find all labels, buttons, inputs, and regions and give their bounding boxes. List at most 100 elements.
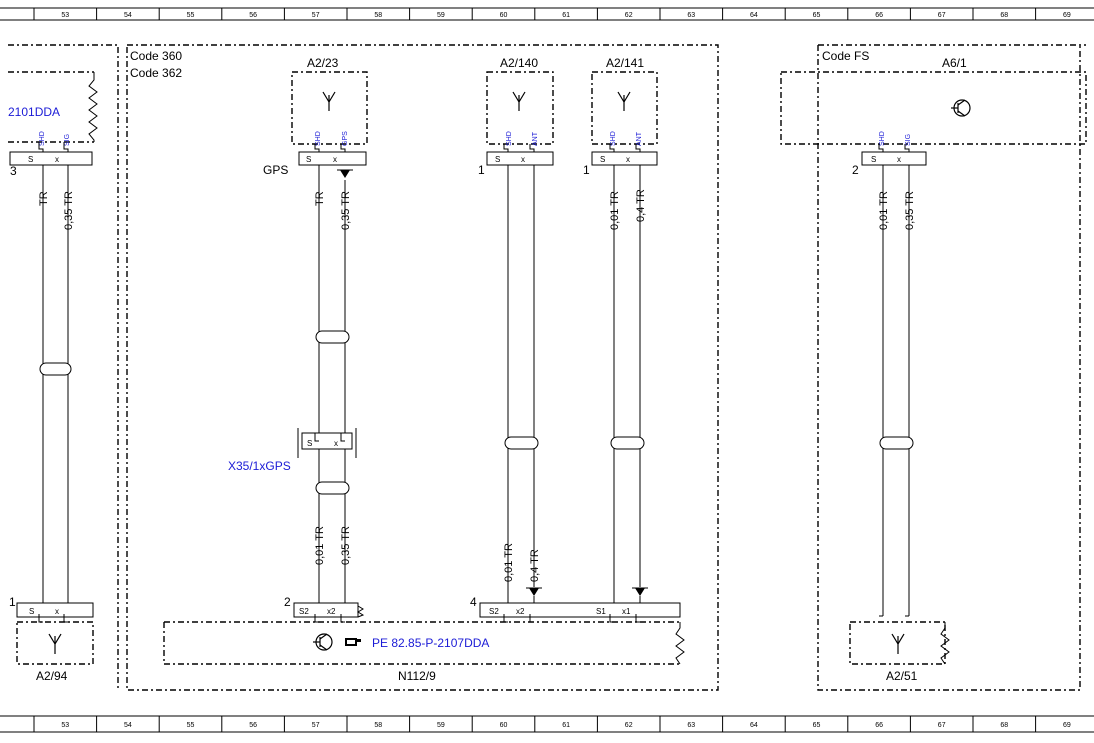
- center-area: Code 360 Code 362 A2/23 SHD GPS S x GPS …: [126, 44, 719, 691]
- connector-left-top: [9, 151, 93, 166]
- pin-s: S: [307, 439, 312, 448]
- connector-a2-23: [298, 151, 367, 166]
- wire-label-001: 0,01 TR: [503, 543, 515, 582]
- connector-n112-left: 2 S2 x2: [284, 595, 365, 623]
- pin-x: x: [55, 607, 59, 616]
- top-ruler-number: 58: [374, 12, 382, 19]
- top-ruler-number: 54: [124, 12, 132, 19]
- wire-label-001: 0,01 TR: [314, 526, 326, 565]
- bottom-ruler-number: 55: [187, 722, 195, 729]
- wire-label-tr: TR: [38, 191, 50, 206]
- pin-s: S: [29, 607, 34, 616]
- bottom-ruler-number: 69: [1063, 722, 1071, 729]
- pointing-hand-icon: [345, 638, 361, 646]
- pin-shd-label: SHD: [506, 131, 513, 146]
- pin-x: x: [55, 155, 59, 164]
- connector-number: 4: [470, 595, 477, 609]
- pin-x: x: [626, 155, 630, 164]
- bottom-ruler-number: 53: [61, 722, 69, 729]
- antenna-icon: [891, 633, 905, 654]
- top-ruler-number: 60: [500, 12, 508, 19]
- bottom-ruler-number: 64: [750, 722, 758, 729]
- pin-sig-label: SIG: [64, 134, 71, 146]
- top-ruler-number: 65: [813, 12, 821, 19]
- top-ruler-number: 56: [249, 12, 257, 19]
- connector-a2-141: [591, 151, 658, 166]
- connector-a2-94: [16, 602, 94, 618]
- code-360-label: Code 360: [130, 49, 182, 63]
- pin-shd-label: SHD: [39, 131, 46, 146]
- top-ruler-number: 53: [61, 12, 69, 19]
- ground-arrow-icon: [526, 587, 542, 596]
- wire-label-035: 0,35 TR: [340, 526, 352, 565]
- top-ruler-number: 67: [938, 12, 946, 19]
- antenna-icon: [617, 91, 631, 111]
- top-ruler-number: 62: [625, 12, 633, 19]
- pin-ant-label: ANT: [532, 131, 539, 146]
- bottom-ruler-number: 66: [875, 722, 883, 729]
- pin-s: S: [495, 155, 500, 164]
- code-fs-label: Code FS: [822, 49, 869, 63]
- module-a2-141: [591, 71, 658, 145]
- cable-shield-icon: [504, 436, 539, 450]
- pin-sig-label: SIG: [905, 134, 912, 146]
- left-area: 2101DDA SHD SIG S x 3 TR 0,35 TR 1 S x A…: [8, 44, 119, 690]
- bottom-ruler-number: 59: [437, 722, 445, 729]
- bottom-ruler-number: 60: [500, 722, 508, 729]
- wire-label-001: 0,01 TR: [878, 191, 890, 230]
- pin-x: x: [897, 155, 901, 164]
- pin-x2: x2: [516, 607, 525, 616]
- connector-n112-right: 4 S2 x2 S1 x1: [470, 595, 681, 623]
- pin-x: x: [521, 155, 525, 164]
- module-a2-94: [16, 621, 94, 665]
- ground-arrow-icon: [337, 169, 353, 178]
- pin-x: x: [333, 155, 337, 164]
- module-a2-23: [291, 71, 368, 145]
- wire-label-04: 0,4 TR: [635, 189, 647, 222]
- pin-s: S: [28, 155, 33, 164]
- connector-a2-140: [486, 151, 554, 166]
- cable-shield-icon: [879, 436, 914, 450]
- bottom-ruler-number: 56: [249, 722, 257, 729]
- top-ruler-number: 59: [437, 12, 445, 19]
- pin-shd-label: SHD: [315, 131, 322, 146]
- label-a6-1: A6/1: [942, 56, 967, 70]
- top-ruler-number: 68: [1000, 12, 1008, 19]
- top-ruler-number: 69: [1063, 12, 1071, 19]
- module-a2-140: [486, 71, 554, 145]
- cable-shield-icon: [315, 481, 350, 495]
- antenna-icon: [512, 91, 526, 111]
- right-area: Code FS A6/1 SHD SIG S x 2 0,01 TR 0,35 …: [780, 44, 1087, 691]
- wire-label-035: 0,35 TR: [904, 191, 916, 230]
- bottom-ruler-number: 63: [687, 722, 695, 729]
- top-ruler-number: 64: [750, 12, 758, 19]
- pin-s: S: [871, 155, 876, 164]
- pin-gps-label: GPS: [342, 131, 349, 146]
- wire-label-tr: TR: [314, 191, 326, 206]
- label-a2-141: A2/141: [606, 56, 644, 70]
- transistor-icon: [313, 633, 333, 651]
- antenna-icon: [322, 91, 336, 111]
- pe-reference-link[interactable]: PE 82.85-P-2107DDA: [372, 636, 489, 650]
- connector-number: 3: [10, 164, 17, 178]
- x35-link[interactable]: X35/1xGPS: [228, 459, 291, 473]
- pin-s2: S2: [299, 607, 309, 616]
- connector-number: 2: [284, 595, 291, 609]
- label-a2-23: A2/23: [307, 56, 339, 70]
- top-ruler-number: 66: [875, 12, 883, 19]
- connector-x35: S x: [297, 428, 357, 458]
- wire-label-035: 0,35 TR: [63, 191, 75, 230]
- left-ref-text[interactable]: 2101DDA: [8, 105, 60, 119]
- connector-number: 1: [478, 163, 485, 177]
- cable-shield-icon: [610, 436, 645, 450]
- wire-label-035: 0,35 TR: [340, 191, 352, 230]
- code-362-label: Code 362: [130, 66, 182, 80]
- pin-x1: x1: [622, 607, 631, 616]
- top-ruler-number: 57: [312, 12, 320, 19]
- top-ruler-number: 63: [687, 12, 695, 19]
- wire-label-001: 0,01 TR: [609, 191, 621, 230]
- pin-shd-label: SHD: [879, 131, 886, 146]
